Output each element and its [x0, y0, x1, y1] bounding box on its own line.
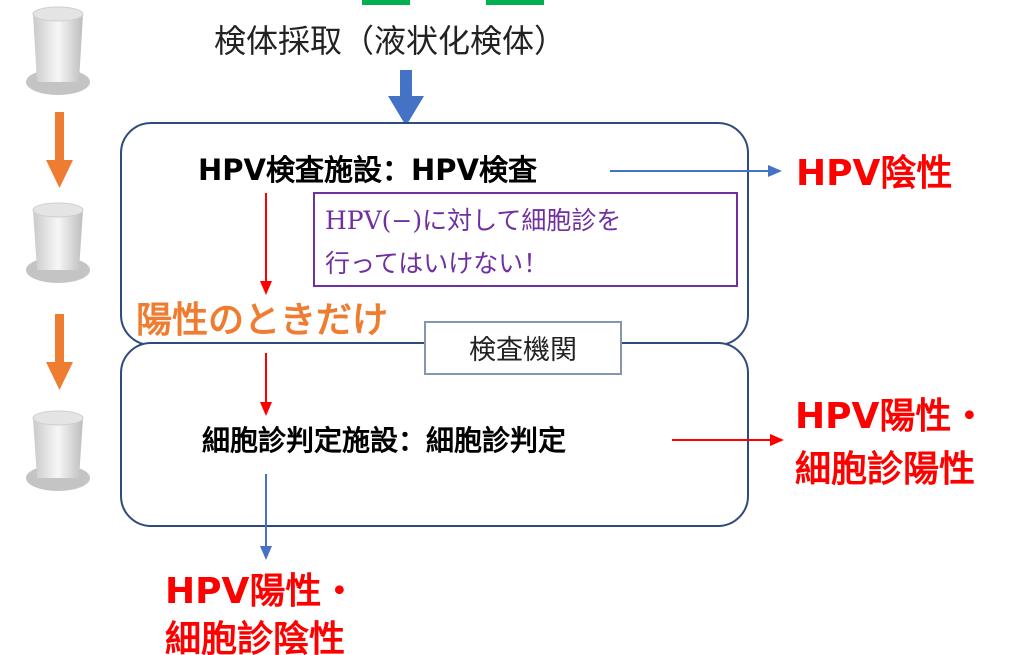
cytology-facility-title: 細胞診判定施設：細胞診判定 — [202, 424, 566, 457]
outcome-hpv-positive-cytology-negative-line-1: HPV陽性・ — [165, 571, 357, 612]
outcome-hpv-positive-cytology-negative-line-2: 細胞診陰性 — [165, 619, 345, 655]
specimen-vial-icon — [26, 410, 90, 491]
arrow-to-cytology — [260, 353, 272, 416]
top-green-strip-left — [362, 0, 410, 5]
down-arrow-icon — [388, 70, 424, 126]
warning-note-line-1: HPV(−)に対して細胞診を — [325, 206, 621, 235]
down-arrow-icon — [46, 314, 73, 390]
arrow-to-cytology-positive — [672, 434, 784, 446]
down-arrow-icon — [46, 112, 73, 188]
arrow-to-cytology-negative — [260, 474, 272, 560]
positive-only-label: 陽性のときだけ — [136, 300, 388, 341]
arrow-hpv-to-positive — [260, 193, 272, 295]
outcome-hpv-positive-cytology-positive-line-2: 細胞診陽性 — [795, 449, 975, 490]
specimen-vial-icon — [26, 6, 90, 95]
top-green-strip-right — [486, 0, 544, 5]
lab-label-box — [424, 321, 622, 375]
warning-note-line-2: 行ってはいけない！ — [325, 249, 548, 278]
specimen-vial-icon — [26, 202, 90, 283]
hpv-facility-title: HPV検査施設：HPV検査 — [198, 153, 537, 187]
lab-label: 検査機関 — [469, 335, 577, 366]
specimen-collection-title: 検体採取（液状化検体） — [214, 22, 566, 60]
outcome-hpv-negative: HPV陰性 — [796, 153, 952, 194]
outcome-hpv-positive-cytology-positive-line-1: HPV陽性・ — [795, 396, 987, 437]
arrow-to-hpv-negative — [610, 165, 782, 177]
warning-note-box — [313, 192, 738, 287]
